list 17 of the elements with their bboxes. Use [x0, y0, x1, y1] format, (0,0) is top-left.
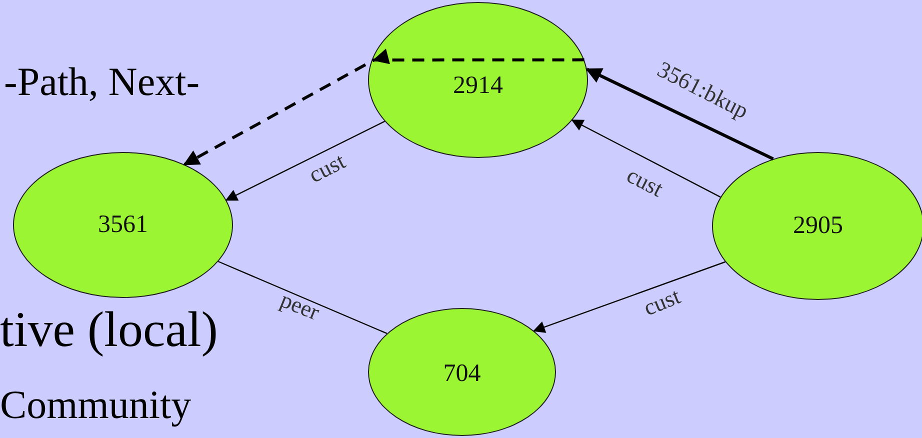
slide-text: -Path, Next- [4, 62, 200, 102]
connector-line [218, 260, 388, 334]
arrow [586, 68, 774, 160]
dashed-arrow [183, 48, 584, 166]
arrow [225, 120, 385, 201]
edge-label: cust [623, 163, 667, 201]
as-number: 2914 [453, 72, 503, 100]
edge-label: cust [305, 149, 349, 187]
edge-label: cust [640, 284, 684, 320]
slide-text: Community [0, 385, 192, 425]
as-number: 3561 [98, 211, 148, 239]
edge-label: peer [277, 288, 323, 324]
slide-text: tive (local) [0, 304, 218, 354]
as-number: 2905 [793, 212, 843, 240]
arrow [532, 261, 726, 333]
as-number: 704 [443, 360, 481, 388]
arrow [571, 120, 721, 198]
